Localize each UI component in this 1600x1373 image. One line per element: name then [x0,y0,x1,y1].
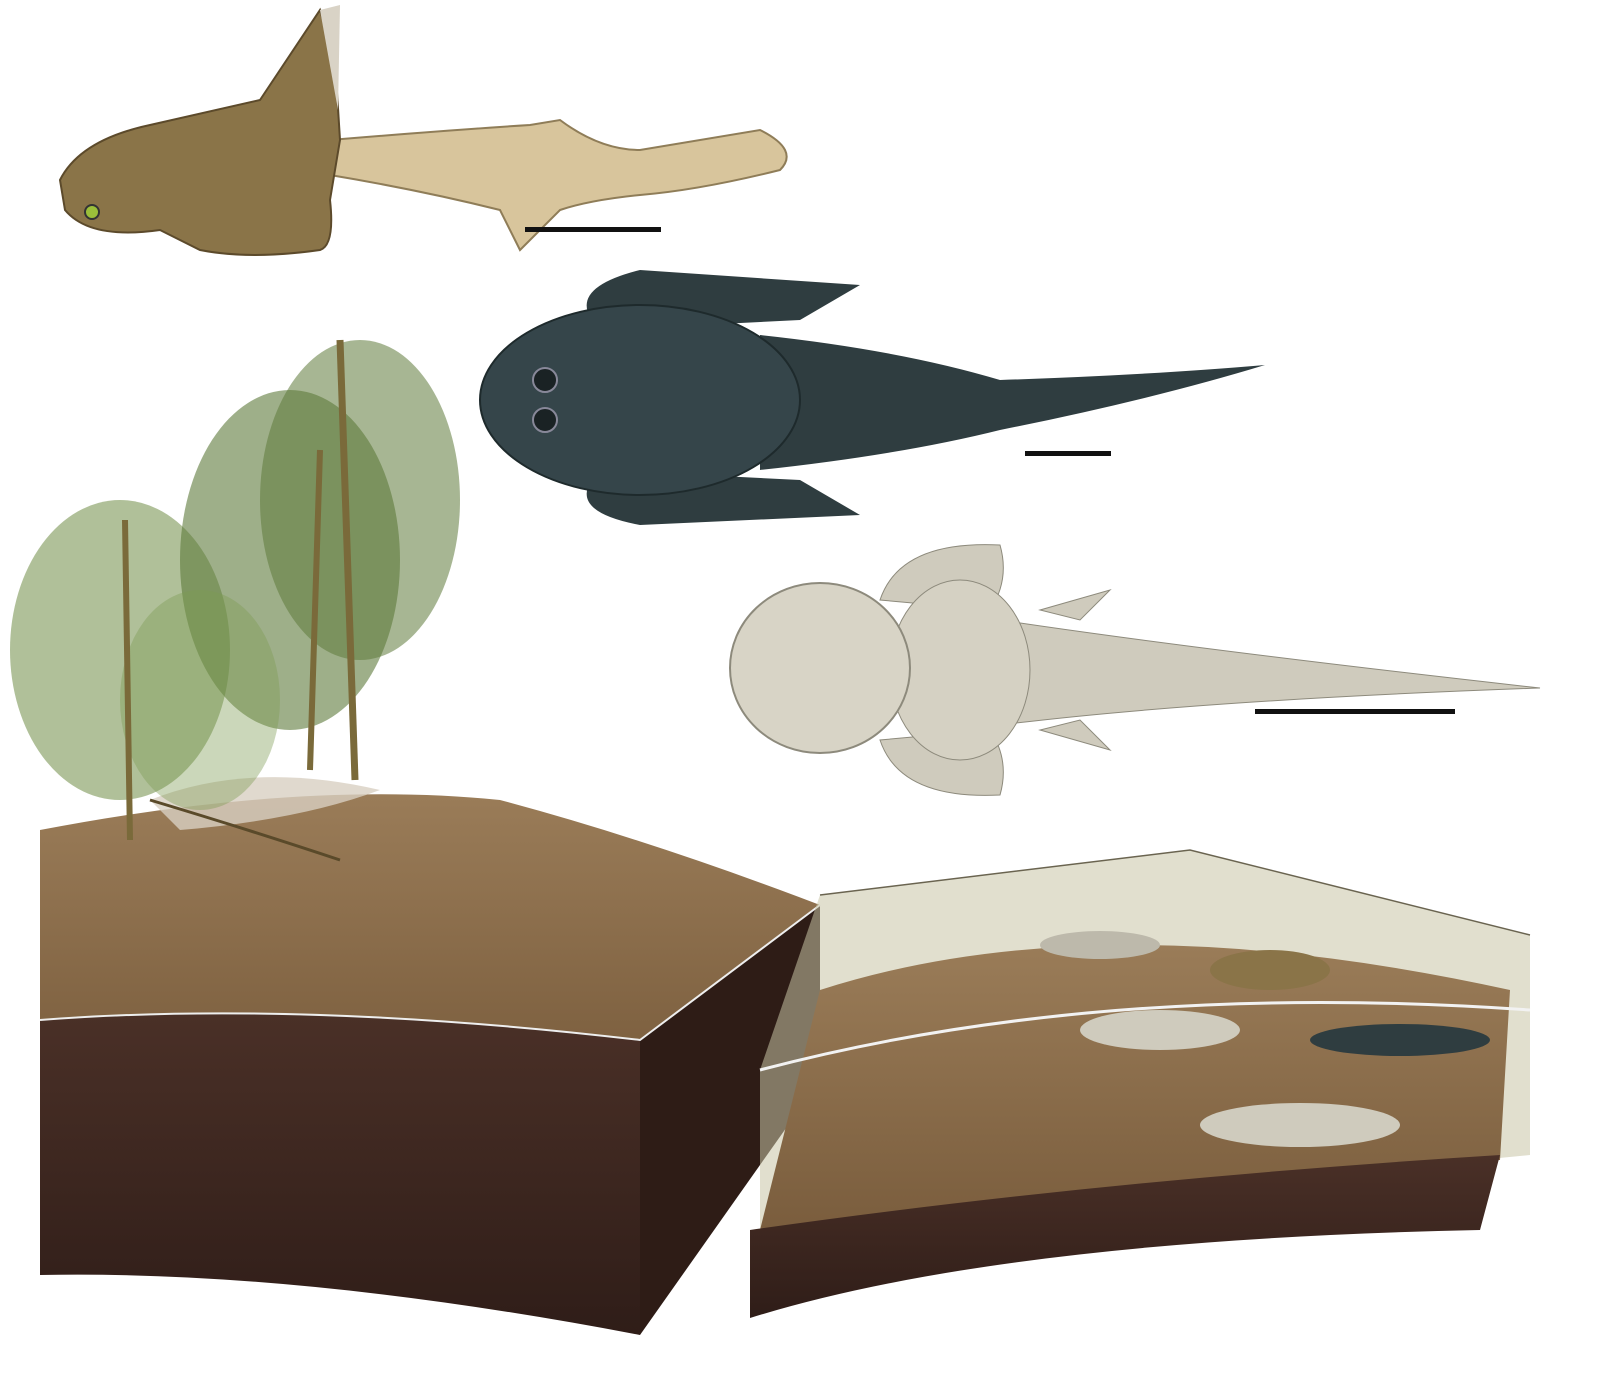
scale-bar [525,227,661,232]
dark-fish-dorsal-view [479,270,1265,525]
scale-bar [1025,451,1111,456]
scale-bar [1255,709,1455,714]
armored-fish-side-view [58,5,788,256]
pale-fish-dorsal-view [729,544,1541,796]
right-water-block [750,849,1531,1318]
left-sediment-block [39,777,821,1335]
tree-cluster [10,339,460,862]
